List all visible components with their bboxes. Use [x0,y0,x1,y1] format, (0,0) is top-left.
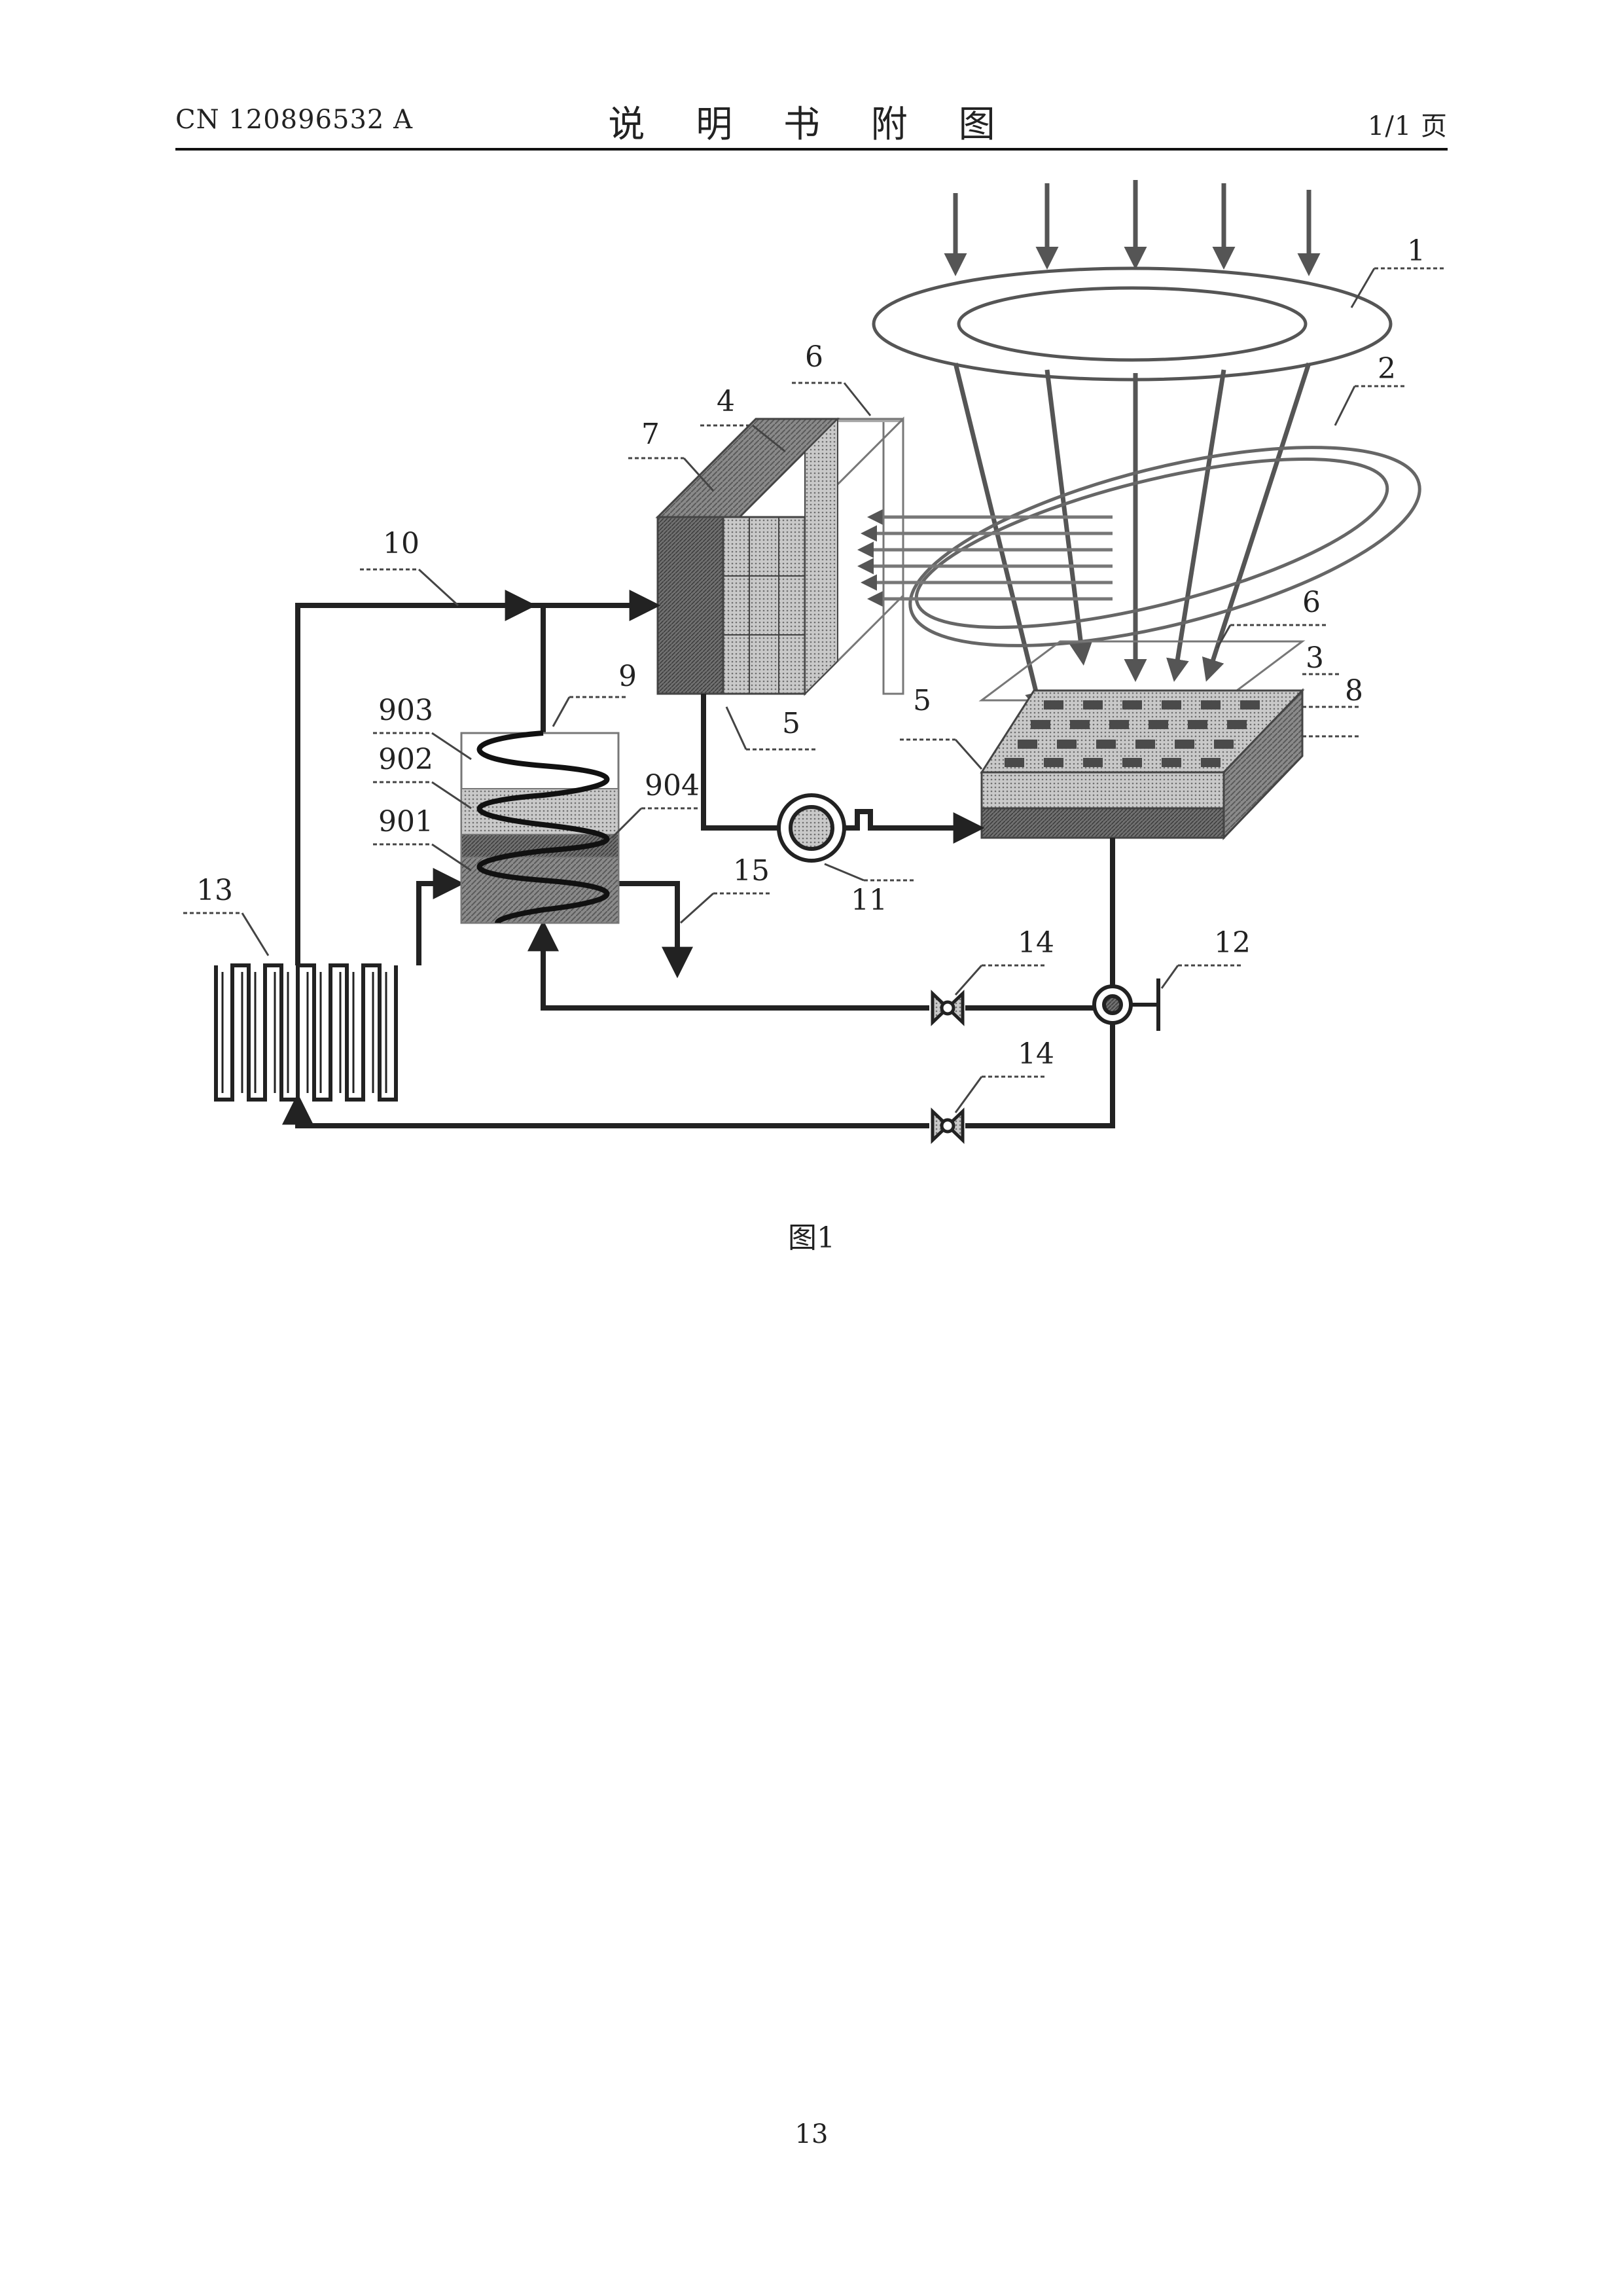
label-13: 13 [196,874,233,907]
page-number: 13 [0,2119,1623,2149]
label-7: 7 [641,418,660,451]
vertical-pv-module [658,419,903,694]
label-11: 11 [851,884,887,917]
radiator [216,965,396,1100]
label-12: 12 [1214,926,1251,960]
valve-lower [933,1111,963,1140]
incident-light-arrows [955,180,1309,272]
label-14-lower: 14 [1018,1037,1054,1071]
three-way-valve [1094,978,1158,1031]
label-14-upper: 14 [1018,926,1054,960]
concentrator-lens [874,268,1391,380]
label-901: 901 [378,805,433,838]
label-8: 8 [1345,674,1363,708]
concentrated-rays [955,363,1309,710]
label-1: 1 [1407,234,1425,268]
label-6-horizontal: 6 [1302,586,1321,619]
pump [779,795,844,861]
label-904: 904 [645,769,700,802]
label-9: 9 [618,660,637,693]
label-903: 903 [378,694,433,727]
label-5-horizontal: 5 [913,684,931,717]
label-4: 4 [717,385,735,418]
label-2: 2 [1378,352,1396,386]
label-3: 3 [1306,641,1324,675]
label-902: 902 [378,743,433,776]
figure-caption: 图1 [0,1214,1623,1256]
label-15: 15 [733,854,770,888]
valve-upper [933,994,963,1022]
label-6-vertical: 6 [805,340,823,374]
label-5-vertical: 5 [782,707,800,740]
storage-tank [461,733,618,923]
spectral-splitter [892,407,1438,686]
label-10: 10 [383,527,419,560]
